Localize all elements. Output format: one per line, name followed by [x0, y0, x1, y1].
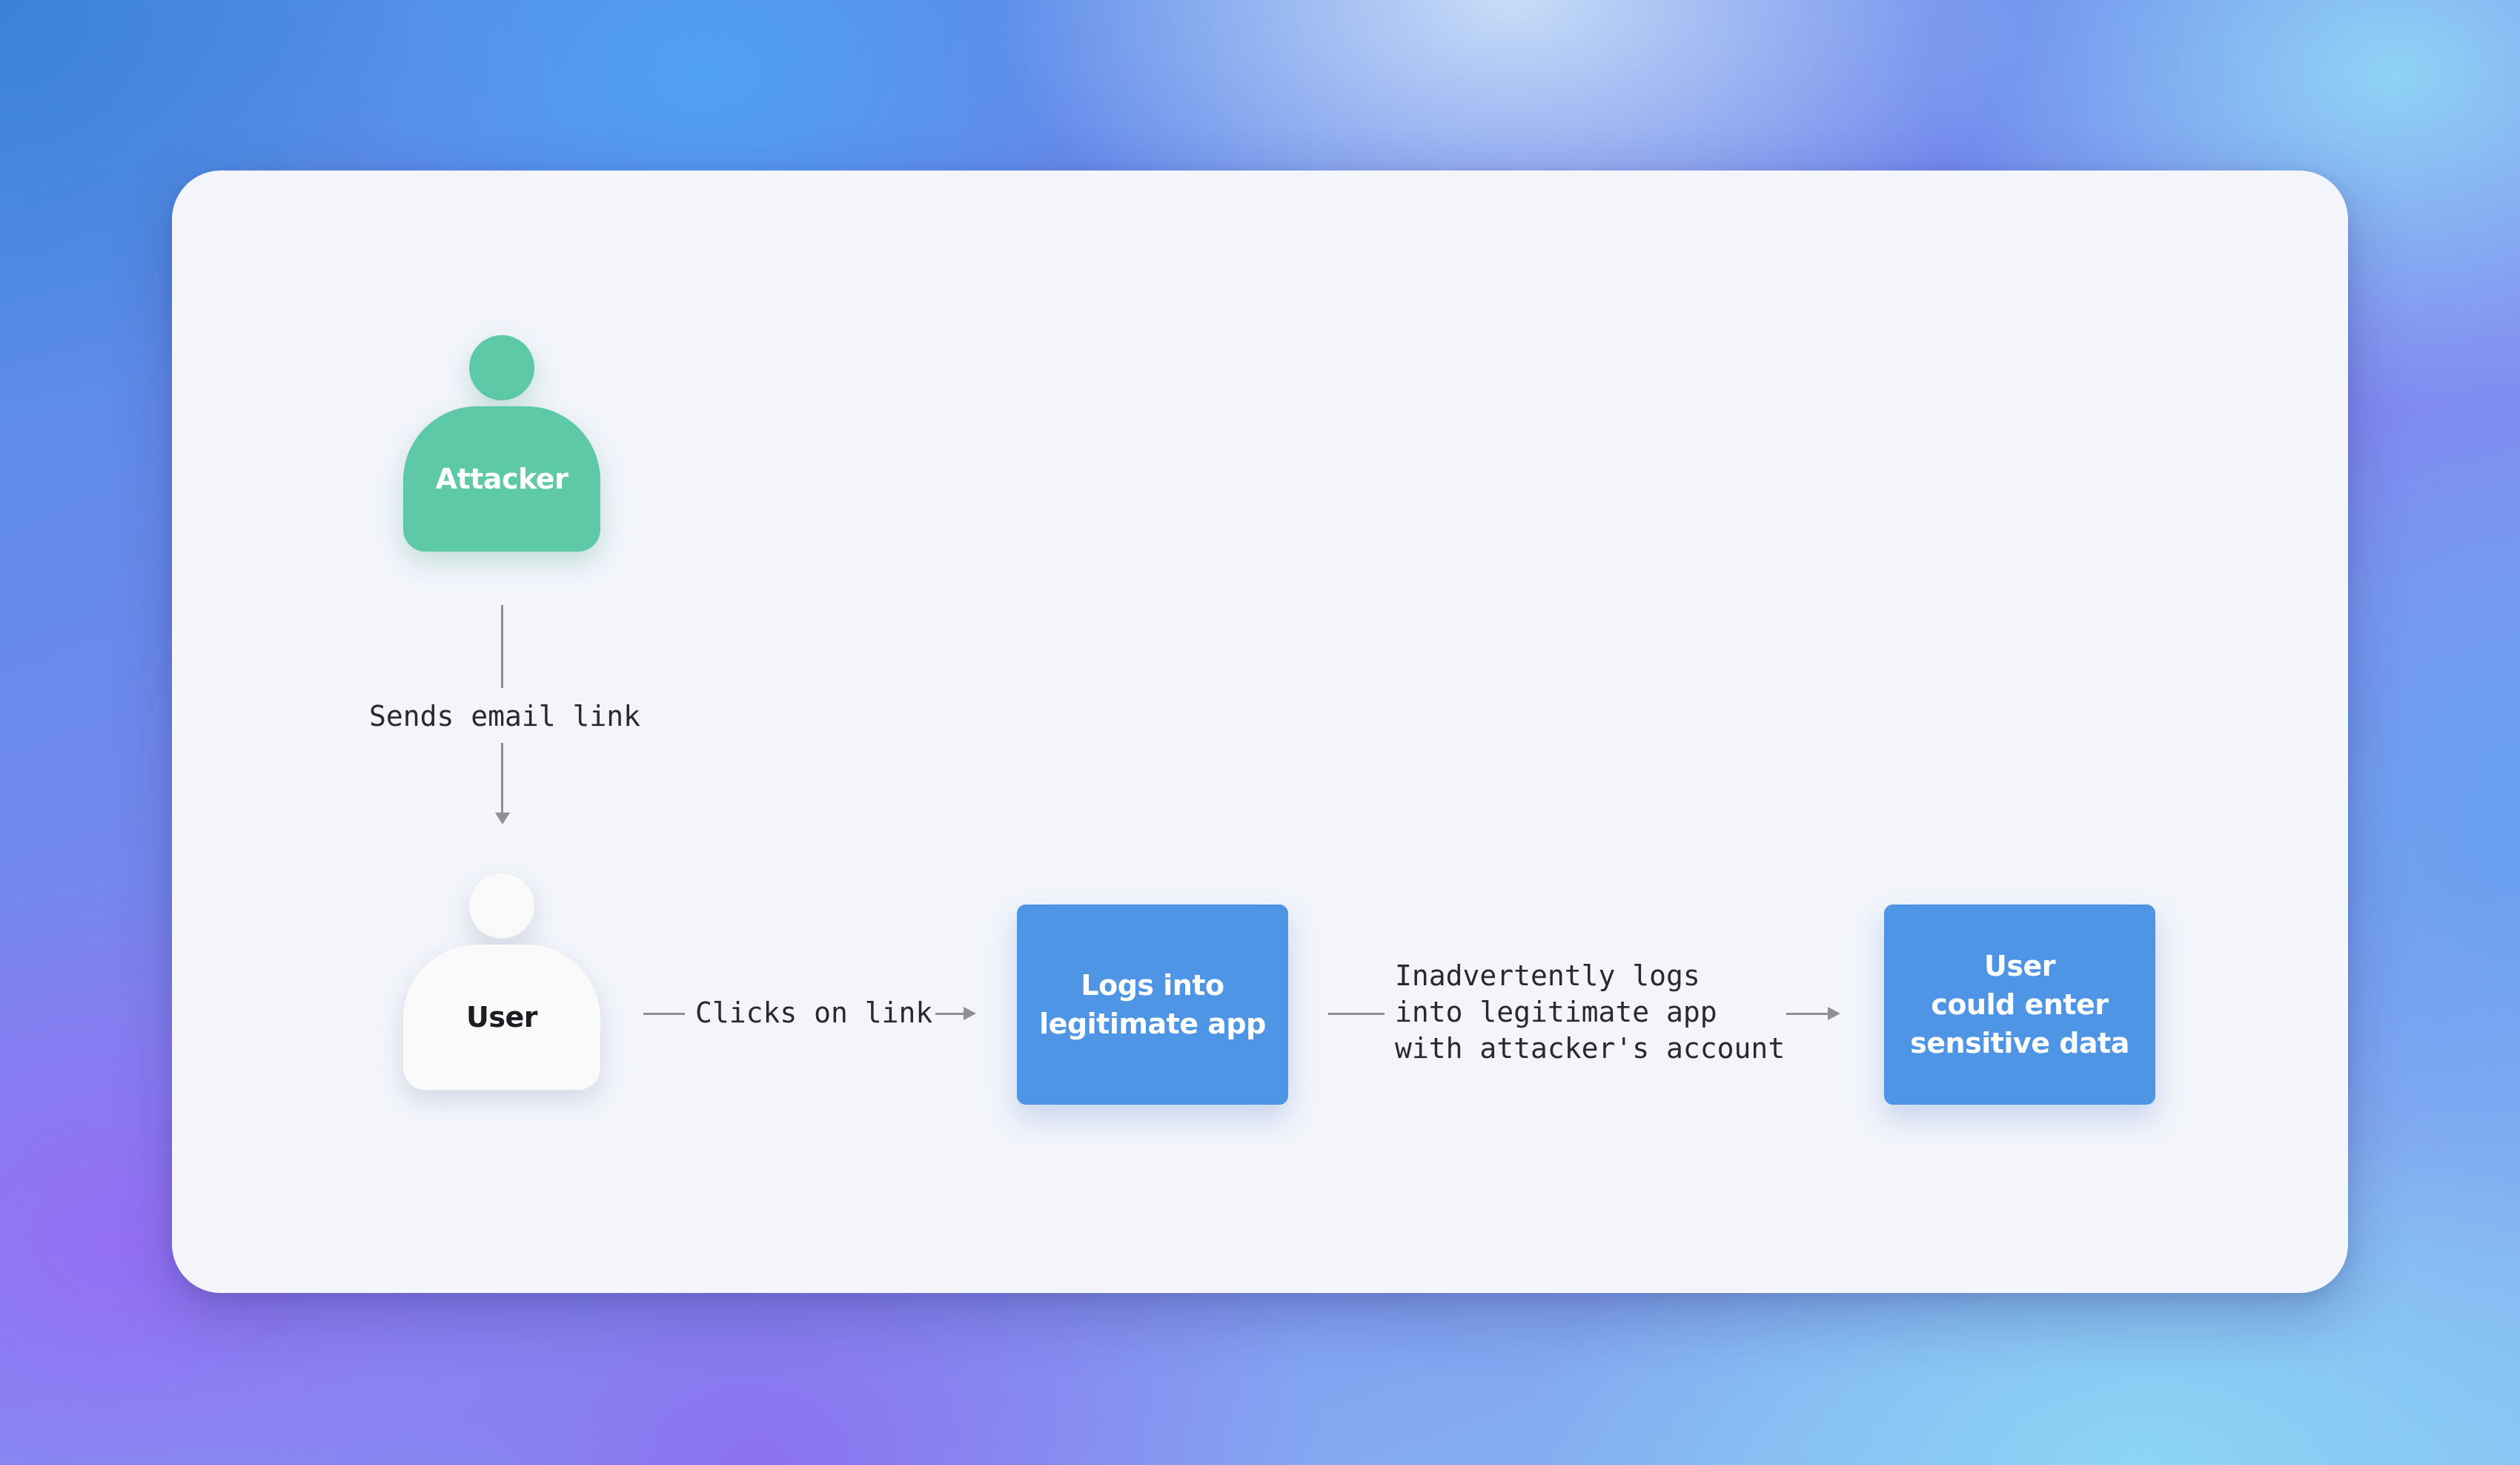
- arrow-right-icon: [964, 1007, 976, 1020]
- attacker-label: Attacker: [403, 406, 600, 552]
- step-sensitive-data: User could enter sensitive data: [1884, 905, 2155, 1105]
- inadvertent-connector-right: [1786, 1013, 1831, 1015]
- step-sensitive-data-label: User could enter sensitive data: [1910, 950, 2129, 1059]
- attacker-actor: Attacker: [403, 335, 600, 552]
- step-logs-into-app-label: Logs into legitimate app: [1039, 969, 1266, 1040]
- click-connector-left: [643, 1013, 685, 1015]
- user-head-icon: [469, 873, 534, 939]
- user-actor: User: [403, 873, 600, 1090]
- arrow-right-icon: [1828, 1007, 1840, 1020]
- inadvertently-logs-label: Inadvertently logs into legitimate app w…: [1395, 959, 1785, 1065]
- user-label: User: [403, 945, 600, 1090]
- step-logs-into-app: Logs into legitimate app: [1017, 905, 1288, 1105]
- send-connector-bottom: [501, 743, 503, 816]
- send-connector-top: [501, 605, 503, 688]
- attacker-head-icon: [469, 335, 534, 400]
- arrow-down-icon: [495, 813, 510, 824]
- send-email-link-label: Sends email link: [369, 700, 641, 732]
- inadvertent-connector-left: [1328, 1013, 1385, 1015]
- diagram-card: Attacker Sends email link User Clicks on…: [172, 171, 2348, 1293]
- clicks-on-link-label: Clicks on link: [695, 996, 933, 1029]
- click-connector-right: [935, 1013, 966, 1015]
